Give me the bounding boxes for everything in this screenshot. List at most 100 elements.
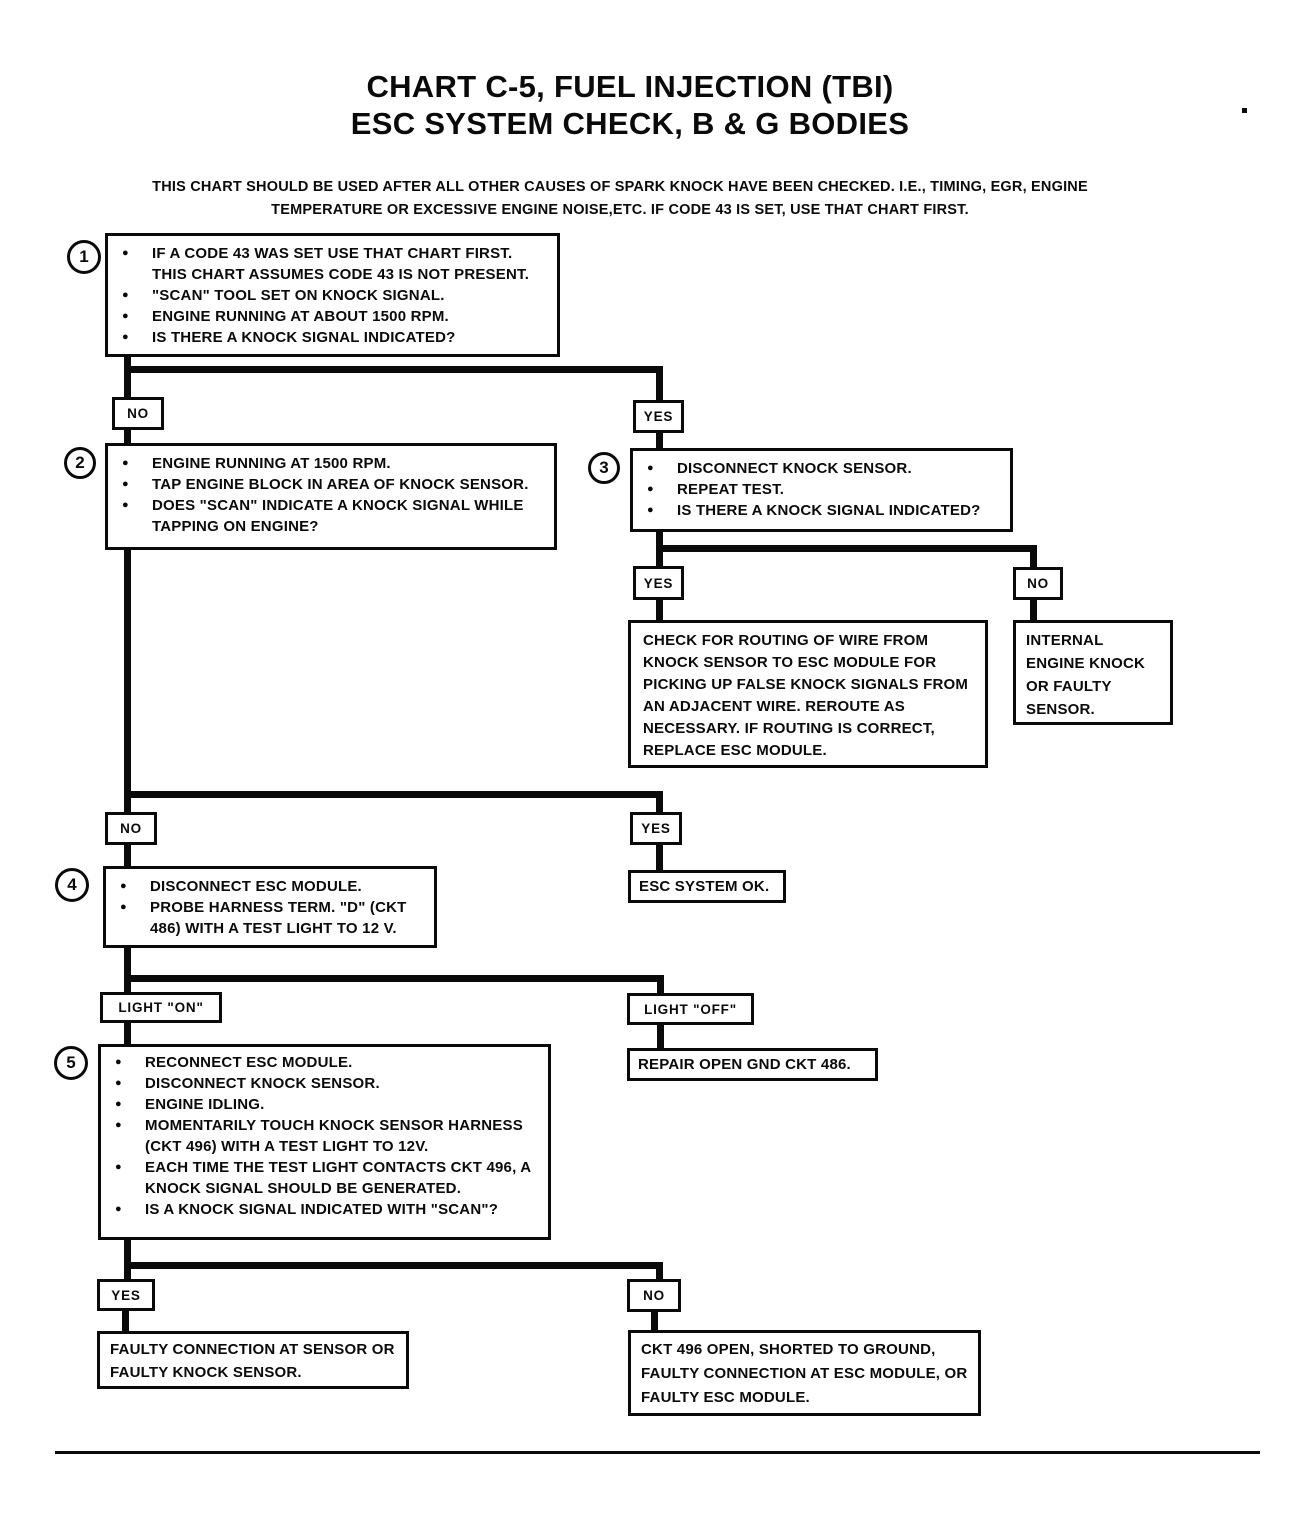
connector-line	[124, 366, 663, 373]
connector-line	[1030, 552, 1037, 567]
step-3-bullet-1: DISCONNECT KNOCK SENSOR.	[677, 460, 912, 477]
branch3-no-label: NO	[1013, 567, 1063, 600]
connector-line	[124, 1240, 131, 1262]
list-item: ● ENGINE IDLING.	[115, 1094, 538, 1115]
list-item: ●IS THERE A KNOCK SIGNAL INDICATED?	[122, 327, 547, 348]
step-3-bullet-3: IS THERE A KNOCK SIGNAL INDICATED?	[677, 502, 981, 519]
page-title: CHART C-5, FUEL INJECTION (TBI) ESC SYST…	[0, 68, 1260, 142]
step-5-bullet-3: ENGINE IDLING.	[145, 1096, 265, 1113]
connector-line	[124, 791, 663, 798]
step-3-bullet-2: REPEAT TEST.	[677, 481, 785, 498]
list-item: ● RECONNECT ESC MODULE.	[115, 1052, 538, 1073]
list-item: ● DISCONNECT ESC MODULE.	[120, 876, 424, 897]
connector-line	[656, 552, 663, 566]
bullet-icon: ●	[122, 247, 129, 259]
step-4-box: ● DISCONNECT ESC MODULE. ● PROBE HARNESS T…	[103, 866, 437, 948]
list-item: ●ENGINE RUNNING AT 1500 RPM.	[122, 453, 544, 474]
bullet-icon: ●	[120, 901, 127, 913]
connector-line	[656, 545, 1037, 552]
bullet-icon: ●	[122, 478, 129, 490]
list-item: ● PROBE HARNESS TERM. "D" (CKT 486) WITH …	[120, 897, 424, 939]
step-1-bullet-3: ENGINE RUNNING AT ABOUT 1500 RPM.	[152, 308, 449, 325]
step-3-box: ●DISCONNECT KNOCK SENSOR. ●REPEAT TEST. …	[630, 448, 1013, 532]
connector-line	[124, 356, 131, 373]
connector-line	[124, 430, 131, 443]
branch2-no-label: NO	[105, 812, 157, 845]
step-1-number-badge: 1	[67, 240, 101, 274]
connector-line	[124, 845, 131, 866]
connector-line	[656, 532, 663, 546]
connector-line	[124, 1269, 131, 1279]
bullet-icon: ●	[115, 1161, 122, 1173]
page-title-line1: CHART C-5, FUEL INJECTION (TBI)	[366, 69, 894, 104]
step-5-bullet-5: EACH TIME THE TEST LIGHT CONTACTS CKT 49…	[145, 1159, 531, 1197]
scan-artifact-dot	[1242, 108, 1247, 113]
connector-line	[124, 1023, 131, 1044]
bullet-icon: ●	[115, 1098, 122, 1110]
connector-line	[656, 798, 663, 812]
step-2-bullet-1: ENGINE RUNNING AT 1500 RPM.	[152, 455, 391, 472]
bullet-icon: ●	[122, 499, 129, 511]
page-title-line2: ESC SYSTEM CHECK, B & G BODIES	[350, 106, 910, 141]
step-5-number-badge: 5	[54, 1046, 88, 1080]
step-2-box: ●ENGINE RUNNING AT 1500 RPM. ●TAP ENGINE…	[105, 443, 557, 550]
branch2-yes-label: YES	[630, 812, 682, 845]
connector-line	[1030, 600, 1037, 620]
bullet-icon: ●	[647, 483, 654, 495]
bullet-icon: ●	[122, 310, 129, 322]
internal-knock-result-box: INTERNAL ENGINE KNOCK OR FAULTY SENSOR.	[1013, 620, 1173, 725]
list-item: ● REPEAT TEST.	[647, 479, 1000, 500]
list-item: ●MOMENTARILY TOUCH KNOCK SENSOR HARNESS …	[115, 1115, 538, 1157]
step-5-box: ● RECONNECT ESC MODULE. ●DISCONNECT KNOCK…	[98, 1044, 551, 1240]
connector-line	[656, 373, 663, 400]
connector-line	[124, 373, 131, 397]
list-item: ● IS THERE A KNOCK SIGNAL INDICATED?	[647, 500, 1000, 521]
branch3-yes-label: YES	[633, 566, 684, 600]
connector-line	[124, 982, 131, 992]
bullet-icon: ●	[647, 462, 654, 474]
ckt496-result-box: CKT 496 OPEN, SHORTED TO GROUND, FAULTY …	[628, 1330, 981, 1416]
step-4-bullet-2: PROBE HARNESS TERM. "D" (CKT 486) WITH A…	[150, 899, 407, 937]
list-item: ● DISCONNECT KNOCK SENSOR.	[647, 458, 1000, 479]
connector-line	[656, 1269, 663, 1279]
step-1-bullet-1: IF A CODE 43 WAS SET USE THAT CHART FIRS…	[152, 245, 530, 283]
bullet-icon: ●	[115, 1077, 122, 1089]
branch1-no-label: NO	[112, 397, 164, 430]
connector-line	[656, 433, 663, 448]
connector-line	[656, 600, 663, 620]
step-5-bullet-4: MOMENTARILY TOUCH KNOCK SENSOR HARNESS (…	[145, 1117, 523, 1155]
list-item: ●DOES "SCAN" INDICATE A KNOCK SIGNAL WHI…	[122, 495, 544, 537]
step-4-bullet-1: DISCONNECT ESC MODULE.	[150, 878, 362, 895]
connector-line	[122, 1311, 129, 1331]
connector-line	[124, 550, 131, 791]
intro-note-line1: THIS CHART SHOULD BE USED AFTER ALL OTHE…	[152, 179, 1088, 195]
bullet-icon: ●	[122, 331, 129, 343]
light-on-label: LIGHT "ON"	[100, 992, 222, 1023]
connector-line	[656, 845, 663, 870]
connector-line	[124, 948, 131, 975]
branch5-yes-label: YES	[97, 1279, 155, 1311]
bullet-icon: ●	[647, 504, 654, 516]
list-item: ● ENGINE RUNNING AT ABOUT 1500 RPM.	[122, 306, 547, 327]
connector-line	[124, 798, 131, 812]
step-2-bullet-2: TAP ENGINE BLOCK IN AREA OF KNOCK SENSOR…	[152, 476, 529, 493]
branch1-yes-label: YES	[633, 400, 684, 433]
routing-result-box: CHECK FOR ROUTING OF WIRE FROM KNOCK SEN…	[628, 620, 988, 768]
bullet-icon: ●	[115, 1203, 122, 1215]
step-2-number-badge: 2	[64, 447, 96, 479]
connector-line	[651, 1312, 658, 1330]
step-1-bullet-2: "SCAN" TOOL SET ON KNOCK SIGNAL.	[152, 287, 445, 304]
list-item: ● EACH TIME THE TEST LIGHT CONTACTS CKT 4…	[115, 1157, 538, 1199]
step-5-bullet-1: RECONNECT ESC MODULE.	[145, 1054, 353, 1071]
step-4-number-badge: 4	[55, 868, 89, 902]
esc-system-ok-box: ESC SYSTEM OK.	[628, 870, 786, 903]
list-item: ●DISCONNECT KNOCK SENSOR.	[115, 1073, 538, 1094]
connector-line	[657, 982, 664, 993]
list-item: ● IF A CODE 43 WAS SET USE THAT CHART FIR…	[122, 243, 547, 285]
bullet-icon: ●	[120, 880, 127, 892]
step-3-number-badge: 3	[588, 452, 620, 484]
branch5-no-label: NO	[627, 1279, 681, 1312]
bullet-icon: ●	[115, 1056, 122, 1068]
connector-line	[124, 975, 664, 982]
